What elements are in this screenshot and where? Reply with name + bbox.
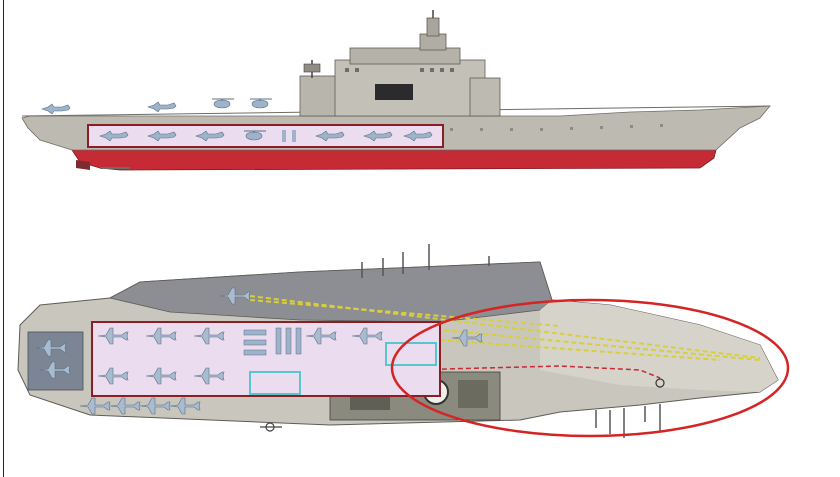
top-down-view [17, 244, 790, 438]
helicopter-icon [249, 98, 273, 109]
side-profile-view [21, 10, 771, 171]
stern-area [27, 331, 84, 391]
elevator-marker-fwd [385, 342, 437, 366]
deck-aircraft [41, 98, 273, 115]
helicopter-icon [211, 98, 235, 109]
stern-gear [260, 422, 282, 432]
deck-masts [361, 244, 661, 438]
stern-props [76, 160, 90, 170]
elevator-marker-aft [249, 371, 301, 395]
top-hangar-cutaway [91, 321, 441, 397]
bow-highlight-circle [390, 298, 790, 438]
side-hangar-cutaway [87, 124, 444, 148]
helicopter-icon [243, 327, 302, 356]
island-superstructure [299, 10, 501, 117]
takeoff-paths [249, 295, 761, 361]
hull-details [450, 124, 663, 131]
radar-mast-icon [303, 60, 321, 78]
left-border [3, 0, 4, 477]
landing-area-line [329, 365, 661, 379]
fighter-jet-icon [147, 101, 177, 113]
fighter-jet-icon [41, 103, 71, 115]
lower-hull-red [71, 149, 717, 171]
